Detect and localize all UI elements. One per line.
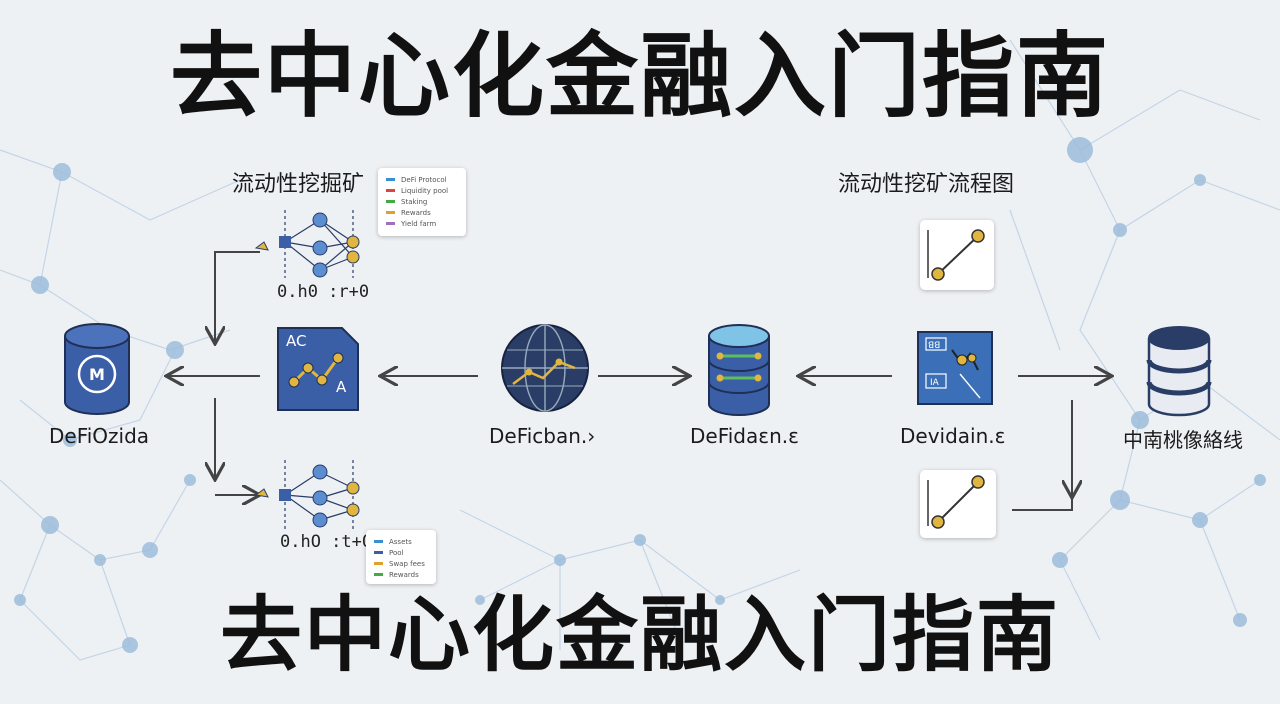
left-panel-title: 流动性挖掘矿 <box>232 172 365 197</box>
legend-item: Swap fees <box>374 558 428 569</box>
bottom-network-label: 0.hO :t+0 <box>280 532 373 552</box>
diagram-box-text-top: ꓭꓭ <box>928 341 940 351</box>
legend-item: Assets <box>374 536 428 547</box>
globe-label: DeFicban.› <box>489 424 596 448</box>
database-right-label: 中南桃像絡线 <box>1123 428 1243 452</box>
diagram-box-text-bottom: IA <box>930 378 940 388</box>
top-legend: DeFi Protocol Liquidity pool Staking Rew… <box>378 168 466 236</box>
chart-card-text-top: AC <box>286 332 306 350</box>
bottom-title: 去中心化金融入门指南 <box>219 588 1060 683</box>
database-center-label: DeFidaɛn.ɛ <box>690 424 799 448</box>
bottom-legend: Assets Pool Swap fees Rewards <box>366 530 436 584</box>
diagram-box-icon: ꓭꓭ IA <box>917 331 993 405</box>
database-center-icon <box>708 324 770 416</box>
right-panel-title: 流动性挖矿流程图 <box>838 172 1015 197</box>
database-right-icon <box>1146 326 1212 417</box>
mini-line-card-bottom <box>920 470 996 538</box>
top-network-label: 0.h0 :r+0 <box>277 282 370 302</box>
legend-item: DeFi Protocol <box>386 174 458 185</box>
arrow-top-network-down <box>215 251 260 342</box>
globe-icon <box>501 324 589 412</box>
main-title: 去中心化金融入门指南 <box>169 23 1110 130</box>
bottom-liquidity-network <box>254 460 360 530</box>
database-left-icon: M <box>64 323 130 415</box>
legend-item: Yield farm <box>386 218 458 229</box>
top-liquidity-network <box>254 210 360 278</box>
chart-card-icon: AC A <box>277 327 359 411</box>
legend-item: Rewards <box>386 207 458 218</box>
arrow-right-bottom-link <box>1012 498 1073 511</box>
legend-item: Pool <box>374 547 428 558</box>
mini-line-card-top <box>920 220 994 290</box>
line-node-icon <box>927 475 985 529</box>
legend-item: Staking <box>386 196 458 207</box>
legend-item: Liquidity pool <box>386 185 458 196</box>
line-node-icon <box>927 229 985 281</box>
database-left-letter: M <box>89 365 105 384</box>
database-left-label: DeFiOzida <box>49 424 150 448</box>
legend-item: Rewards <box>374 569 428 580</box>
diagram-box-label: Devidain.ɛ <box>900 424 1006 448</box>
chart-card-text-bottom: A <box>336 378 347 396</box>
